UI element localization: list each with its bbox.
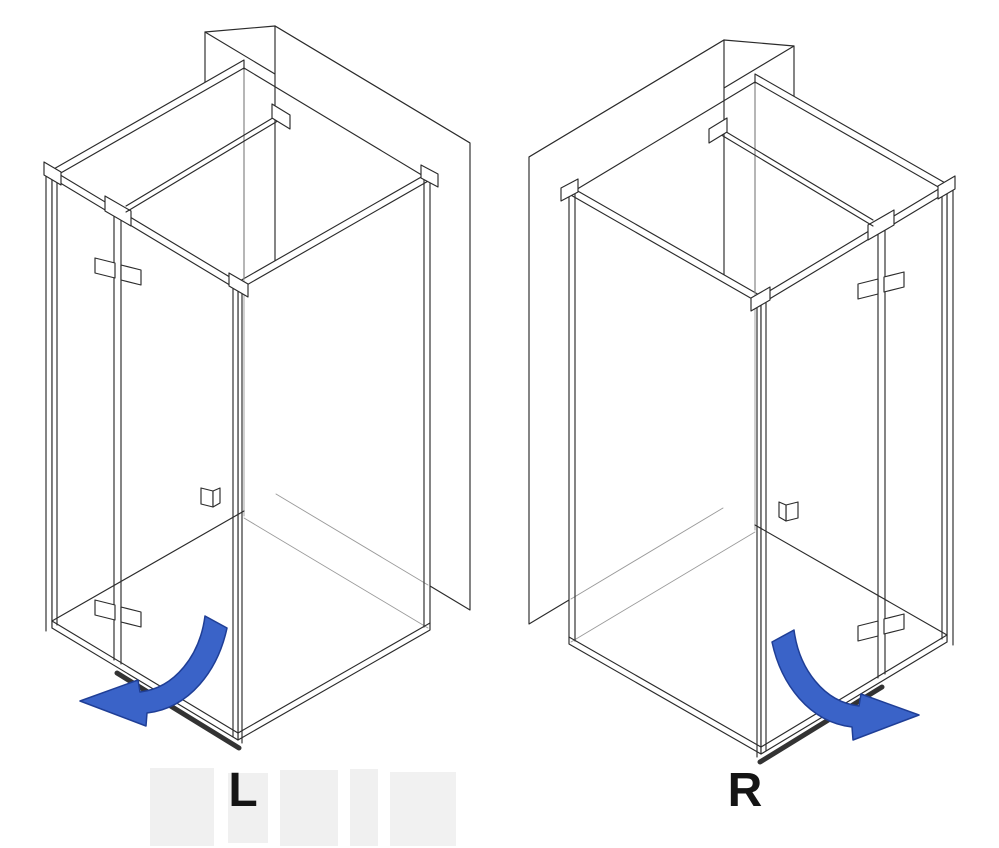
shower-unit-right <box>529 40 955 762</box>
variant-label-right: R <box>728 764 763 817</box>
shower-unit-left <box>44 26 470 748</box>
variant-label-left: L <box>228 764 257 817</box>
watermark-artifact <box>150 768 456 846</box>
